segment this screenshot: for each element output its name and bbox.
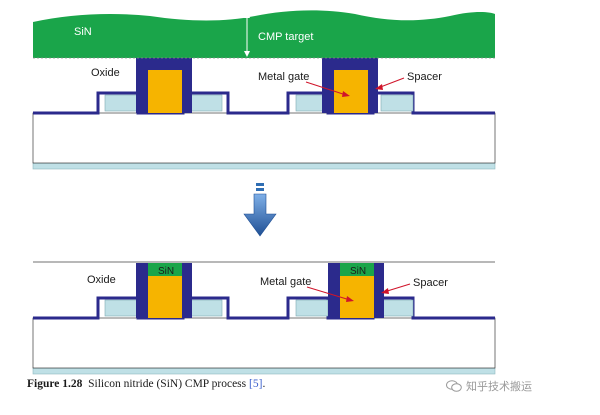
bottom-substrate-strip: [32, 367, 496, 375]
bottom-right-sin-label: SiN: [350, 266, 366, 277]
top-sti-2: [189, 94, 223, 112]
bottom-sti-1: [104, 299, 138, 317]
watermark: 知乎技术搬运: [446, 378, 532, 394]
top-sin-label: SiN: [74, 26, 92, 38]
caption-figure-number: Figure 1.28: [27, 378, 83, 390]
figure-caption: Figure 1.28 Silicon nitride (SiN) CMP pr…: [27, 378, 265, 390]
top-sin-film: [33, 10, 495, 58]
top-oxide-label: Oxide: [91, 67, 120, 79]
bottom-left-sin-label: SiN: [158, 266, 174, 277]
bottom-left-metal-gate: [148, 276, 182, 318]
top-metal-gate-label: Metal gate: [258, 71, 309, 83]
bottom-oxide-label: Oxide: [87, 274, 116, 286]
bottom-metal-gate-pointer: [306, 286, 351, 301]
top-surface-line: [33, 91, 495, 115]
top-substrate: [32, 112, 496, 164]
top-panel: SiN CMP target Oxide Metal gate Spacer: [32, 10, 496, 170]
bottom-sti-4: [380, 299, 414, 317]
bottom-left-sin-cap: [148, 263, 182, 276]
top-left-metal-gate: [148, 70, 182, 113]
down-arrow-icon: [243, 193, 277, 237]
bottom-sti-2: [189, 299, 223, 317]
bottom-substrate: [32, 317, 496, 369]
top-right-metal-gate: [334, 70, 368, 113]
caption-reference-link[interactable]: [5]: [249, 378, 263, 390]
process-arrow: [243, 183, 277, 237]
bottom-right-sin-cap: [340, 263, 374, 276]
top-sti-4: [380, 94, 414, 112]
bottom-surface-line: [33, 296, 495, 320]
caption-end: .: [262, 378, 266, 390]
bottom-panel: Oxide SiN SiN Metal gate Spacer: [32, 261, 496, 375]
bottom-metal-gate-label: Metal gate: [260, 276, 311, 288]
cmp-target-label: CMP target: [258, 31, 313, 43]
bottom-sti-3: [295, 299, 329, 317]
bottom-right-metal-gate: [340, 276, 374, 318]
caption-text: Silicon nitride (SiN) CMP process: [88, 378, 247, 390]
top-metal-gate-pointer: [305, 81, 347, 96]
bottom-spacer-label: Spacer: [413, 277, 448, 289]
top-spacer-label: Spacer: [407, 71, 442, 83]
wechat-icon: [446, 380, 462, 392]
watermark-text: 知乎技术搬运: [466, 380, 532, 393]
top-sti-1: [104, 94, 138, 112]
top-substrate-strip: [32, 162, 496, 170]
